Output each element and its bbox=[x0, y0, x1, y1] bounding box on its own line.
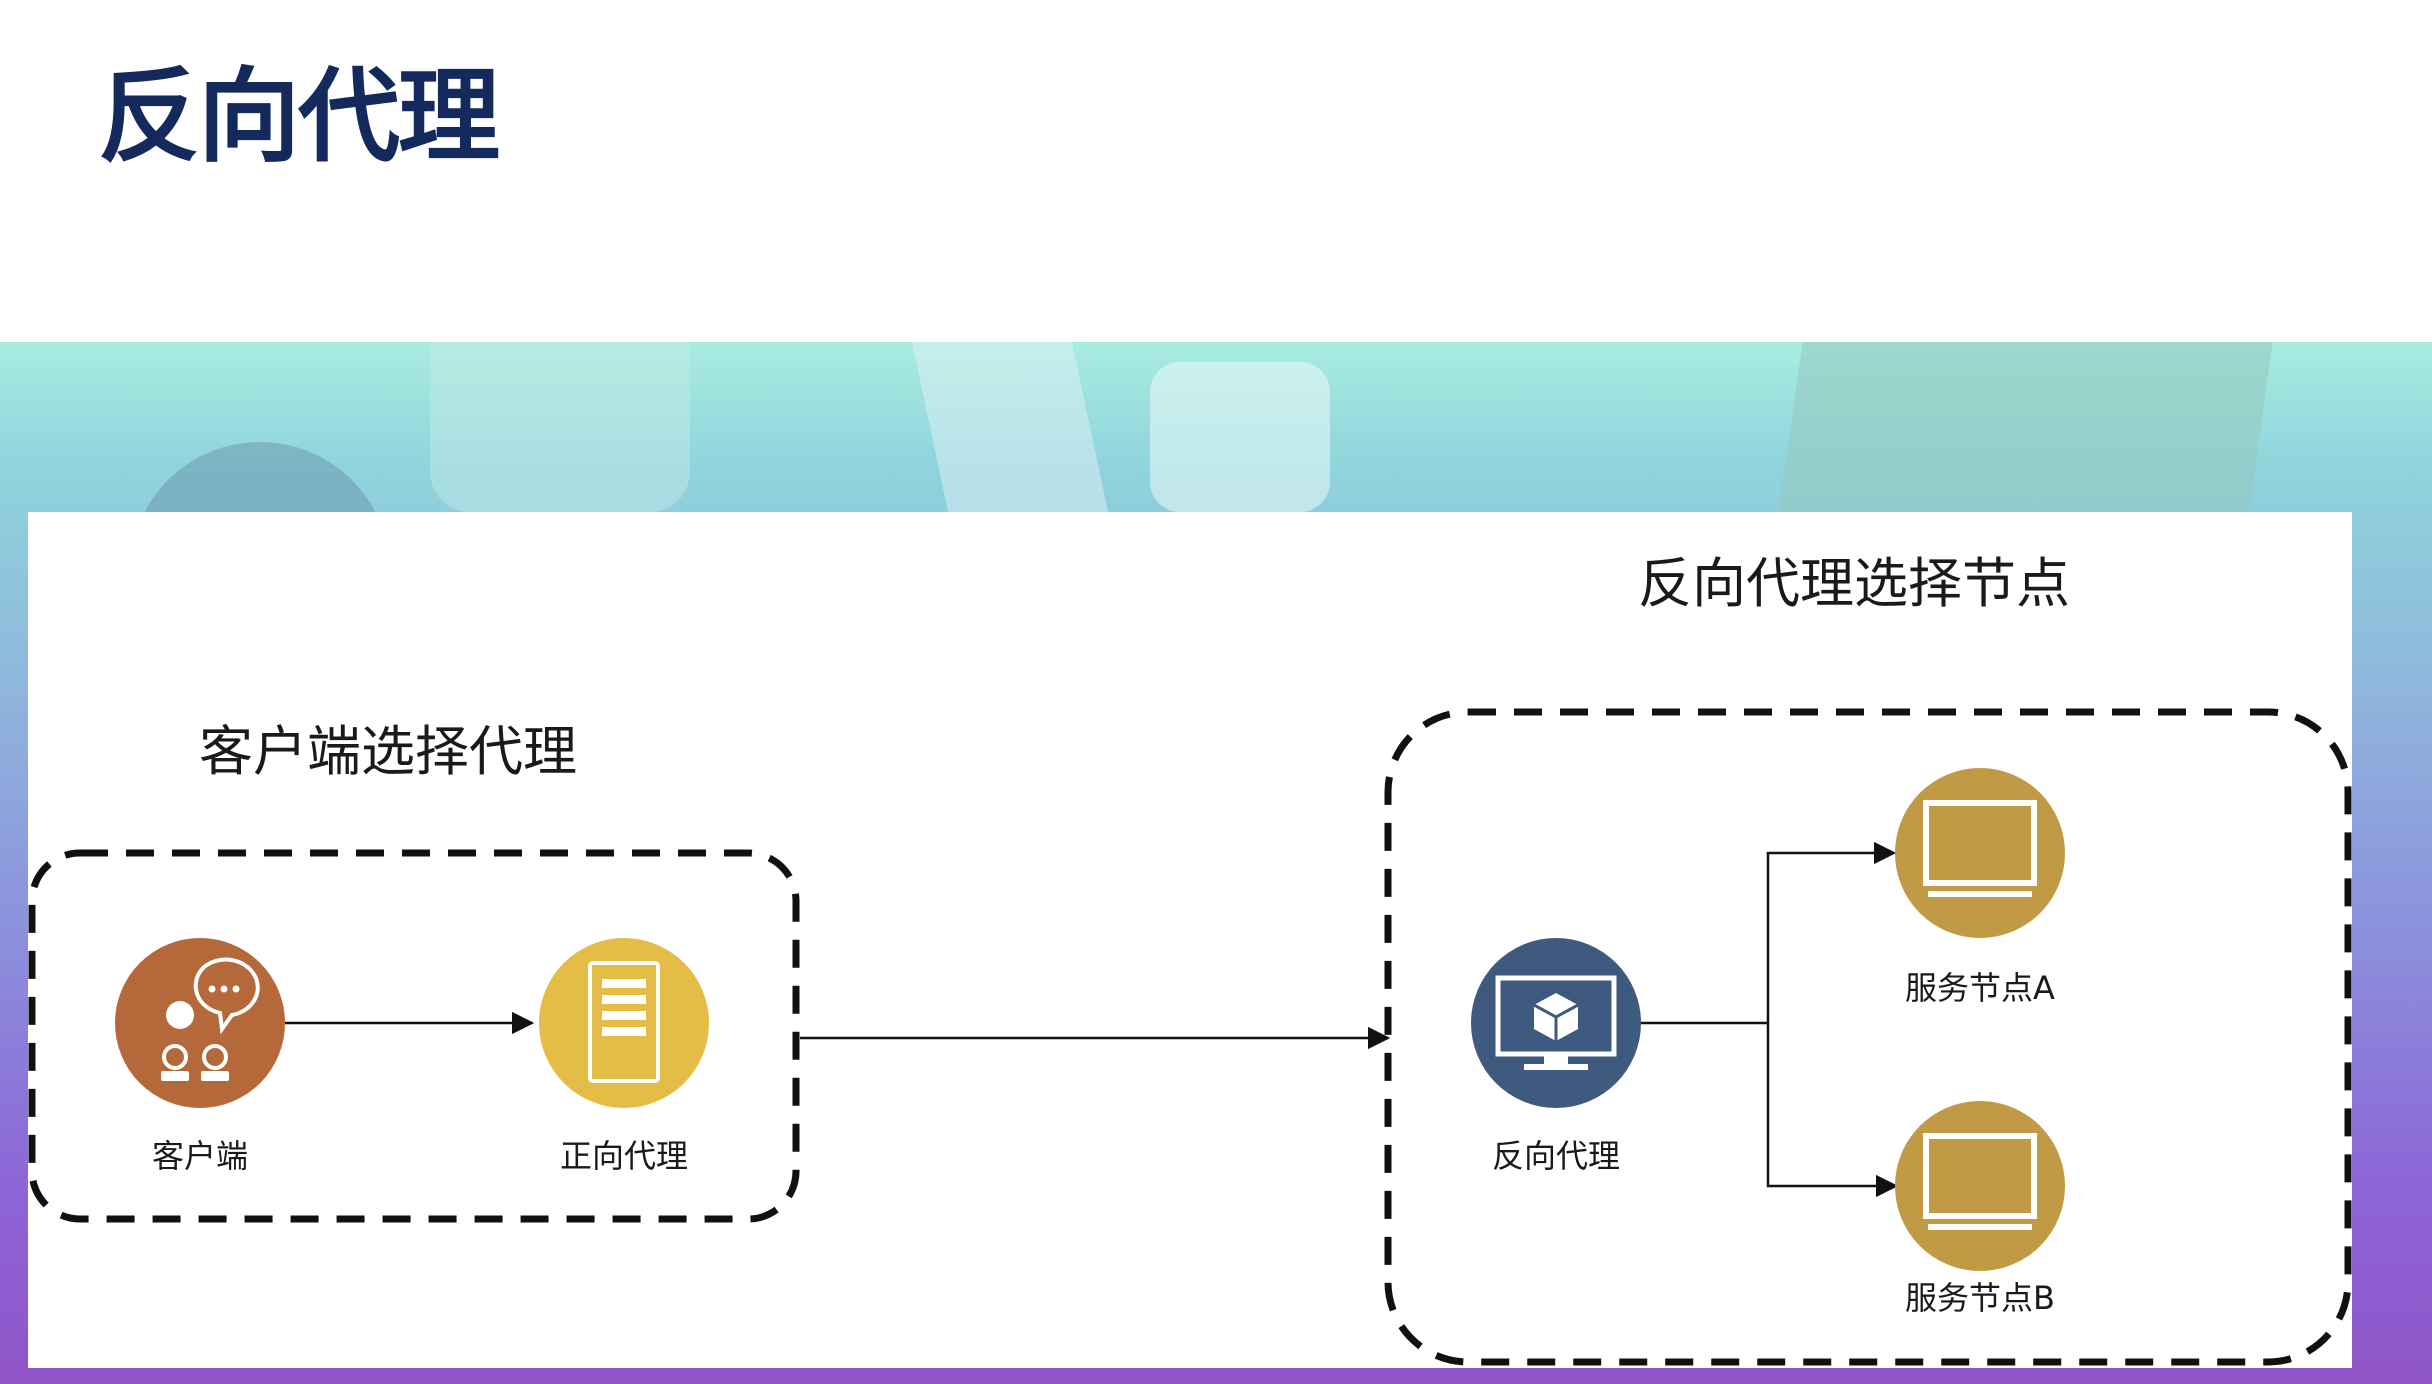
arrow-reverse-proxy-to-node-a bbox=[1640, 841, 1897, 1025]
background-sleeve-shape bbox=[1150, 362, 1330, 512]
right-group-label: 反向代理选择节点 bbox=[1638, 552, 2070, 615]
background-tablet-shape bbox=[911, 342, 1109, 512]
left-group-box bbox=[28, 849, 800, 1223]
monitor-icon bbox=[1923, 800, 2037, 897]
background-laptop-shape bbox=[1777, 342, 2273, 522]
service-node-b-label: 服务节点B bbox=[1905, 1279, 2055, 1317]
diagram-panel: 客户端选择代理 反向代理选择节点 客户端 正向代理 反向代理 服务节点A 服务节… bbox=[28, 512, 2352, 1368]
left-group-label: 客户端选择代理 bbox=[199, 720, 577, 783]
service-node-a bbox=[1895, 768, 2065, 938]
diagram-canvas bbox=[28, 708, 2352, 1366]
right-group-box bbox=[1384, 708, 2352, 1366]
forward-proxy-node bbox=[539, 938, 709, 1108]
monitor-icon bbox=[1923, 1133, 2037, 1230]
service-node-b bbox=[1895, 1101, 2065, 1271]
client-node bbox=[115, 938, 285, 1108]
forward-proxy-label: 正向代理 bbox=[559, 1137, 689, 1175]
client-label: 客户端 bbox=[151, 1137, 249, 1175]
monitor-cube-icon bbox=[1495, 975, 1617, 1070]
background-arm-shape bbox=[430, 342, 690, 512]
reverse-proxy-label: 反向代理 bbox=[1491, 1137, 1621, 1175]
reverse-proxy-node bbox=[1471, 938, 1641, 1108]
arrow-reverse-proxy-to-node-b bbox=[1766, 1023, 1899, 1198]
service-node-a-label: 服务节点A bbox=[1905, 969, 2055, 1007]
chat-user-icon bbox=[161, 957, 260, 1081]
server-icon bbox=[588, 961, 660, 1083]
slide-title: 反向代理 bbox=[98, 58, 500, 177]
